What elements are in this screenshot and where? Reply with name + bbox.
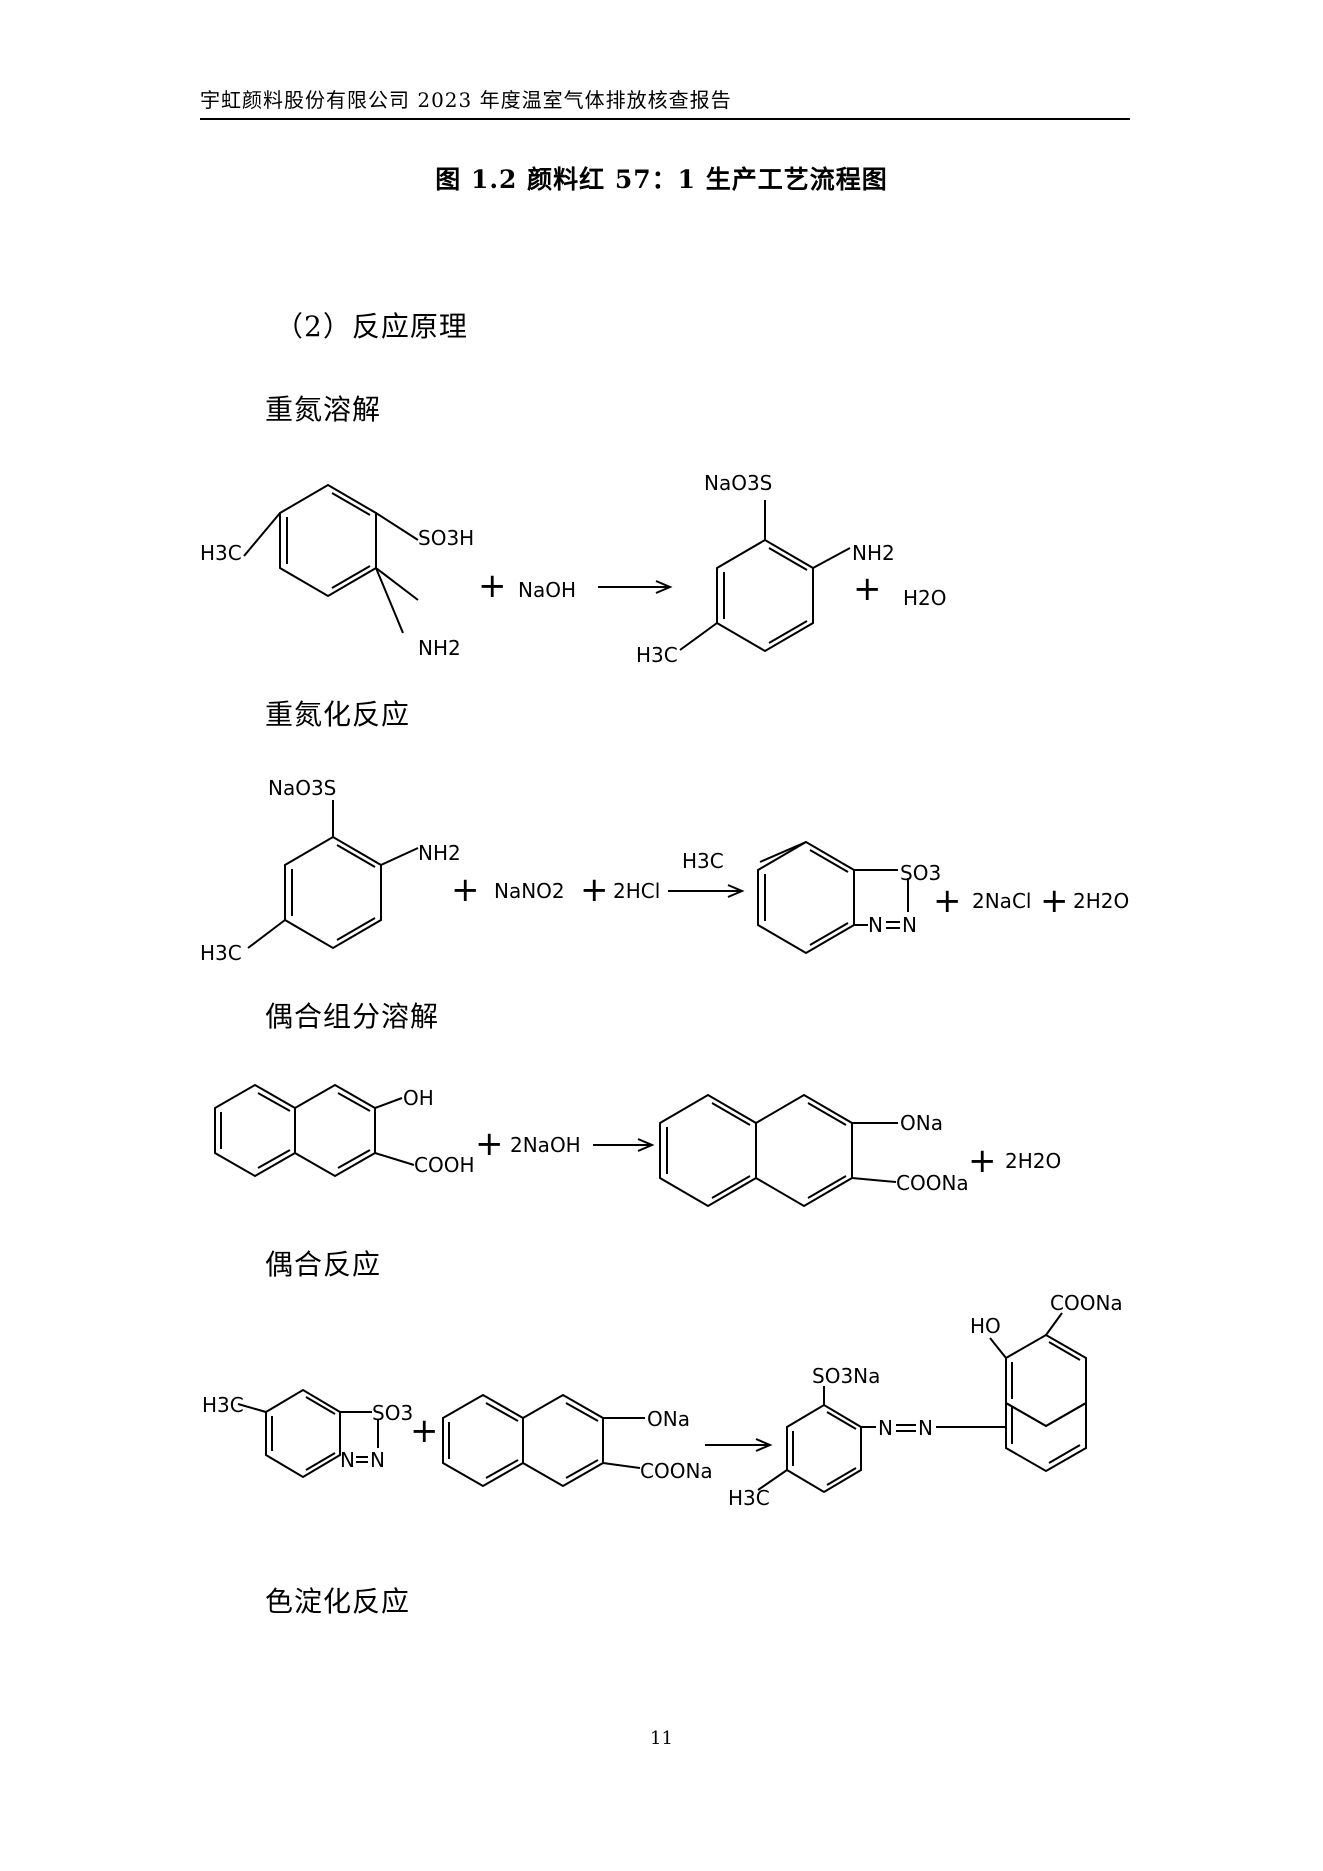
h2o-label: 2H2O <box>1073 889 1129 913</box>
benzene-ring <box>757 840 855 955</box>
plus-sign: + <box>933 881 962 921</box>
coona-label: COONa <box>1050 1291 1123 1315</box>
cooh-label: COOH <box>414 1153 475 1177</box>
plus-sign: + <box>1040 881 1069 921</box>
nh2-label: NH2 <box>418 636 461 660</box>
naphthalene-upper-ring <box>1005 1333 1087 1428</box>
benzene-ring <box>279 483 377 598</box>
naphthalene-left-ring <box>659 1093 757 1208</box>
n-label: N <box>878 1416 893 1440</box>
n-label: N <box>370 1448 385 1472</box>
so3h-label: SO3H <box>418 526 474 550</box>
benzene-ring <box>786 1403 862 1494</box>
ona-label: ONa <box>647 1407 690 1431</box>
reaction-title-4: 偶合反应 <box>265 1248 382 1281</box>
h2o-label: 2H2O <box>1005 1149 1061 1173</box>
reaction-scheme-2: NaO3S NH2 H3C + NaNO2 + 2HCl H3C SO3 N N… <box>200 776 1129 965</box>
plus-sign: + <box>968 1141 997 1181</box>
naphthalene-right-ring <box>522 1393 604 1488</box>
n-label: N <box>868 913 883 937</box>
ho-label: HO <box>970 1314 1001 1338</box>
plus-sign: + <box>410 1411 439 1451</box>
reaction-title-1: 重氮溶解 <box>265 393 382 426</box>
section-title: （2）反应原理 <box>275 310 468 343</box>
nh2-label: NH2 <box>852 541 895 565</box>
naphthalene-right-ring <box>755 1093 853 1208</box>
naso3s-label: NaO3S <box>268 776 336 800</box>
plus-sign: + <box>475 1124 504 1164</box>
reaction-scheme-4: H3C SO3 N N + ONa COONa SO3Na H3C N N HO… <box>202 1291 1123 1510</box>
so3-label: SO3 <box>900 861 941 885</box>
plus-sign: + <box>451 870 480 910</box>
ona-label: ONa <box>900 1111 943 1135</box>
hcl-label: 2HCl <box>613 879 660 903</box>
h2o-label: H2O <box>903 586 947 610</box>
nano2-label: NaNO2 <box>494 879 565 903</box>
reaction-scheme-1: H3C SO3H NH2 + NaOH NaO3S NH2 H3C + H2O <box>200 471 947 667</box>
ch3-label: H3C <box>202 1393 244 1417</box>
header-title: 宇虹颜料股份有限公司 2023 年度温室气体排放核查报告 <box>200 88 732 112</box>
ch3-label: H3C <box>636 643 678 667</box>
naoh-label: 2NaOH <box>510 1133 581 1157</box>
ch3-label: H3C <box>200 941 242 965</box>
benzene-ring <box>284 835 382 950</box>
naoh-label: NaOH <box>518 578 576 602</box>
reaction-scheme-3: OH COOH + 2NaOH ONa COONa + 2H2O <box>214 1083 1061 1208</box>
oh-label: OH <box>403 1086 434 1110</box>
coona-label: COONa <box>896 1171 969 1195</box>
naso3s-label: NaO3S <box>704 471 772 495</box>
nacl-label: 2NaCl <box>972 889 1031 913</box>
reaction-title-3: 偶合组分溶解 <box>265 1000 440 1033</box>
page-number: 11 <box>650 1728 673 1749</box>
n-label: N <box>340 1448 355 1472</box>
reaction-title-2: 重氮化反应 <box>265 698 411 731</box>
naphthalene-right-ring <box>294 1083 376 1178</box>
benzene-ring <box>265 1388 341 1479</box>
plus-sign: + <box>853 569 882 609</box>
coona-label: COONa <box>640 1459 713 1483</box>
so3-label: SO3 <box>372 1401 413 1425</box>
n-label: N <box>902 913 917 937</box>
page-header: 宇虹颜料股份有限公司 2023 年度温室气体排放核查报告 <box>200 80 1130 120</box>
naphthalene-left-ring <box>214 1083 296 1178</box>
ch3-label: H3C <box>682 849 724 873</box>
reaction-title-5: 色淀化反应 <box>265 1585 411 1618</box>
ch3-label: H3C <box>200 541 242 565</box>
naphthalene-lower-ring <box>1005 1401 1087 1473</box>
nh2-label: NH2 <box>418 841 461 865</box>
ch3-label: H3C <box>728 1486 770 1510</box>
plus-sign: + <box>478 566 507 606</box>
plus-sign: + <box>580 870 609 910</box>
n-label: N <box>918 1416 933 1440</box>
naphthalene-left-ring <box>442 1393 524 1488</box>
so3na-label: SO3Na <box>812 1364 880 1388</box>
benzene-ring <box>716 538 814 653</box>
figure-caption: 图 1.2 颜料红 57：1 生产工艺流程图 <box>435 165 888 194</box>
